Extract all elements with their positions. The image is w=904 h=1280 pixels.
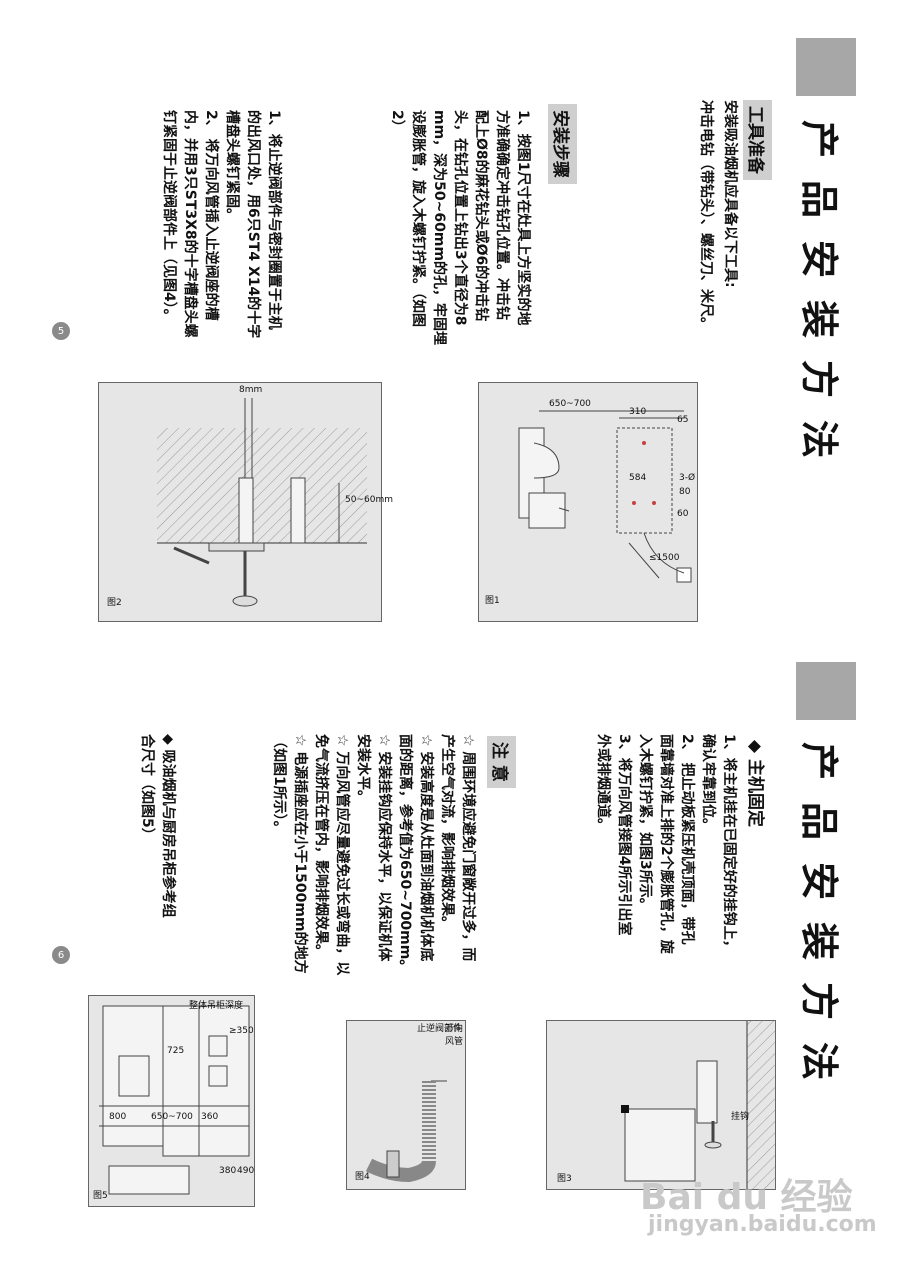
step1-line: 2） bbox=[389, 110, 405, 134]
notes-line: ☆ 周围环境应避免门窗敞开过多，而 bbox=[460, 734, 476, 962]
step2-line: 的出风口处，用6只ST4 X14的十字 bbox=[245, 110, 261, 339]
tools-line: 冲击电钻（带钻头）、螺丝刀、米尺。 bbox=[698, 100, 714, 331]
notes-line: 免气流挤压在管内，影响排烟效果。 bbox=[313, 734, 329, 958]
fix-line: 1、将主机挂在已固定好的挂钩上， bbox=[721, 734, 737, 954]
notes-line: 安装水平。 bbox=[355, 734, 371, 804]
fig5-dim: ≥350 bbox=[229, 1026, 254, 1036]
fix-line: 入木螺钉拧紧，如图3所示。 bbox=[637, 734, 653, 912]
fig2-dim: 8mm bbox=[239, 385, 263, 395]
step2-line: 槽盘头螺钉紧固。 bbox=[224, 110, 240, 222]
fig1-dim: 650~700 bbox=[549, 399, 591, 409]
figure-2: 8mm 50~60mm 图2 bbox=[98, 382, 393, 622]
cabinet-line: 合尺寸（如图5） bbox=[139, 734, 155, 842]
fig5-dim: 380 bbox=[219, 1166, 237, 1176]
fig5-dim: 725 bbox=[167, 1046, 185, 1056]
figure-3-label: 图3 bbox=[557, 1174, 572, 1184]
figure-3: 挂钩 图3 bbox=[546, 1020, 776, 1190]
step1-line: 头，在钻孔位置上钻出3个直径为8 bbox=[452, 110, 468, 326]
fig1-dim: ≤1500 bbox=[649, 553, 680, 563]
notes-line: 面的距离，参考值为650~700mm。 bbox=[397, 734, 413, 974]
fig4-callout: 万向风管 bbox=[445, 1024, 464, 1047]
watermark-url: jingyan.baidu.com bbox=[648, 1212, 877, 1237]
figure-4-label: 图4 bbox=[355, 1172, 370, 1182]
step1-line: 方准确确定冲击钻孔位置。冲击钻 bbox=[494, 110, 510, 320]
fig1-dim: 80 bbox=[679, 487, 691, 497]
step1-line: mm，深为50~60mm的孔，牢固埋 bbox=[431, 110, 447, 346]
figure-5-label: 图5 bbox=[93, 1191, 108, 1201]
notes-line: 产生空气对流，影响排烟效果。 bbox=[439, 734, 455, 930]
fig5-dim: 360 bbox=[201, 1112, 219, 1122]
tools-section-label: 工具准备 bbox=[743, 100, 772, 180]
notes-line: ☆ 万向风管应尽量避免过长或弯曲，以 bbox=[334, 734, 350, 976]
figure-1-label: 图1 bbox=[485, 596, 500, 606]
upper-title-block bbox=[796, 38, 856, 96]
notes-line: ☆ 安装挂钩应保持水平，以保证机体 bbox=[376, 734, 392, 962]
fig1-dim: 310 bbox=[629, 407, 647, 417]
figure-2-label: 图2 bbox=[107, 598, 122, 608]
figure-2-drawing bbox=[157, 398, 367, 607]
cabinet-line: ◆ 吸油烟机与厨房吊柜参考组 bbox=[160, 734, 176, 918]
fig1-dim: 584 bbox=[629, 473, 647, 483]
fig1-dim: 65 bbox=[677, 415, 689, 425]
fix-line: 确认牢靠到位。 bbox=[700, 734, 716, 832]
step2-line: 1、将止逆阀部件与密封圈置于主机 bbox=[266, 110, 282, 330]
notes-section-label: 注 意 bbox=[487, 736, 516, 788]
step1-line: 1、按图1尺寸在灶具上方坚实的地 bbox=[515, 110, 531, 326]
fix-line: 面靠墙对准上排的2个膨胀管孔，旋 bbox=[658, 734, 674, 954]
figure-3-drawing bbox=[621, 1021, 775, 1189]
fix-line: 3、将万向风管接图4所示引出室 bbox=[616, 734, 632, 936]
step2-line: 钉紧固于止逆阀部件上（见图4）。 bbox=[161, 110, 177, 323]
figure-4-drawing bbox=[365, 1080, 447, 1183]
fix-line: 外或排烟通道。 bbox=[595, 734, 611, 832]
fix-line: 2、 把止动板紧压机壳顶面，带孔 bbox=[679, 734, 695, 945]
fig1-dim: 60 bbox=[677, 509, 689, 519]
step2-line: 2、 将万向风管插入止逆阀座的槽 bbox=[203, 110, 219, 321]
lower-title-block bbox=[796, 662, 856, 720]
steps-section-label: 安装步骤 bbox=[548, 104, 577, 184]
fig5-dim: 800 bbox=[109, 1112, 127, 1122]
figure-1: 650~700 310 65 584 60 80 3-Ø ≤1500 图1 bbox=[478, 382, 698, 622]
notes-line: ☆ 电源插座应在小于1500mm的地方 bbox=[292, 734, 308, 974]
figure-4: 万向风管 止逆阀部件 图4 bbox=[346, 1020, 466, 1190]
notes-line: ☆ 安装高度是从灶面到油烟机机体底 bbox=[418, 734, 434, 962]
step1-line: 配上Ø8的麻花钻头或Ø6的冲击钻 bbox=[473, 110, 489, 322]
fig4-callout: 止逆阀部件 bbox=[417, 1024, 463, 1034]
watermark-logo: Bai du 经验 bbox=[640, 1177, 853, 1218]
figure-5: 725 800 650~700 360 490 380 ≥350 整体吊柜深度 … bbox=[88, 995, 255, 1207]
fig5-callout: 整体吊柜深度 bbox=[189, 1001, 244, 1011]
figure-5-drawing bbox=[99, 1005, 250, 1195]
fig1-dim: 3-Ø bbox=[679, 473, 696, 483]
fix-section-label: ◆ 主机固定 bbox=[745, 740, 765, 827]
notes-line: （如图1所示）。 bbox=[271, 734, 287, 835]
fig5-dim: 490 bbox=[237, 1166, 255, 1176]
fig5-dim: 650~700 bbox=[151, 1112, 193, 1122]
figure-1-drawing bbox=[518, 410, 692, 583]
upper-page-number: 5 bbox=[52, 322, 70, 340]
fig2-dim: 50~60mm bbox=[345, 495, 393, 505]
lower-page-title: 产品安装方法 bbox=[797, 742, 841, 1103]
fig3-callout: 挂钩 bbox=[731, 1112, 750, 1122]
step2-line: 内，并用3只ST3X8的十字槽盘头螺 bbox=[182, 110, 198, 338]
upper-page-title: 产品安装方法 bbox=[797, 120, 841, 481]
lower-page-number: 6 bbox=[52, 946, 70, 964]
tools-line: 安装吸油烟机应具备以下工具: bbox=[722, 100, 738, 288]
step1-line: 设膨胀管，旋入木螺钉拧紧。（如图 bbox=[410, 110, 426, 327]
